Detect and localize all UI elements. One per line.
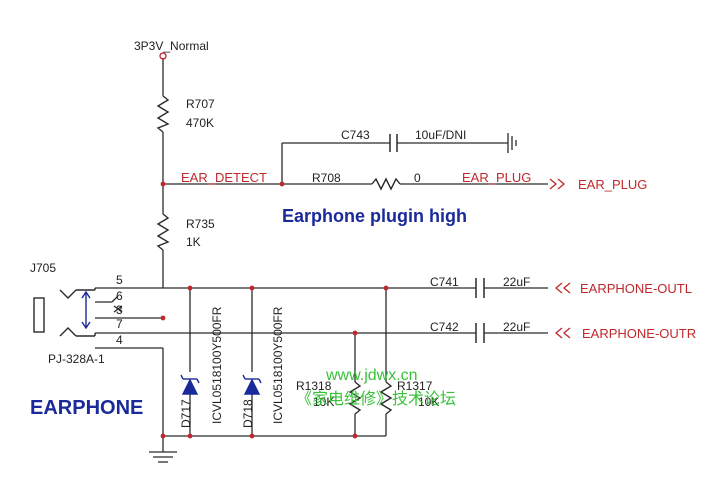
resistor-symbols bbox=[156, 95, 401, 415]
connector-part: PJ-328A-1 bbox=[48, 352, 105, 366]
diode-symbols bbox=[180, 374, 262, 395]
earphone-outl-label: EARPHONE-OUTL bbox=[580, 281, 692, 296]
jack-connector-symbol bbox=[33, 288, 123, 337]
ground-symbols bbox=[149, 133, 517, 463]
pin-6-label: 6 bbox=[116, 289, 123, 303]
capacitor-symbols bbox=[389, 134, 485, 343]
connector-ref: J705 bbox=[30, 261, 56, 275]
r707-symbol bbox=[156, 95, 170, 133]
r707-ref: R707 bbox=[186, 97, 215, 111]
power-net-label: 3P3V_Normal bbox=[134, 39, 209, 53]
r1317-value: 10K bbox=[418, 395, 439, 409]
r1318-ref: R1318 bbox=[296, 379, 332, 393]
ground-icon bbox=[507, 133, 517, 153]
r735-symbol bbox=[156, 213, 170, 251]
junctions bbox=[160, 181, 389, 439]
watermark-url: www.jdwx.cn bbox=[325, 367, 418, 384]
pin-7-label: 7 bbox=[116, 317, 123, 331]
section-title: EARPHONE bbox=[30, 397, 143, 419]
r708-value: 0 bbox=[414, 171, 421, 185]
ear-detect-net: EAR_DETECT bbox=[181, 170, 267, 185]
r1317-symbol bbox=[379, 381, 393, 415]
pin-3-label: 3 bbox=[116, 303, 123, 317]
ear-plug-net: EAR_PLUG bbox=[462, 170, 531, 185]
c742-value: 22uF bbox=[503, 320, 530, 334]
r1318-value: 10K bbox=[313, 395, 334, 409]
pin-5-label: 5 bbox=[116, 273, 123, 287]
r708-symbol bbox=[371, 177, 401, 191]
r1318-symbol bbox=[348, 381, 362, 415]
outl-port-icon bbox=[554, 282, 571, 294]
r735-value: 1K bbox=[186, 235, 201, 249]
c741-ref: C741 bbox=[430, 275, 459, 289]
ear-plug-port-label: EAR_PLUG bbox=[578, 177, 647, 192]
r1317-ref: R1317 bbox=[397, 379, 433, 393]
c743-ref: C743 bbox=[341, 128, 370, 142]
watermark-text: 《家电维修》技术论坛 bbox=[296, 390, 456, 408]
d717-part: ICVL0518100Y500FR bbox=[210, 306, 224, 424]
c742-ref: C742 bbox=[430, 320, 459, 334]
d718-ref: D718 bbox=[241, 399, 255, 428]
outr-port-icon bbox=[554, 327, 571, 339]
annotation-text: Earphone plugin high bbox=[282, 206, 467, 226]
c741-value: 22uF bbox=[503, 275, 530, 289]
pin-4-label: 4 bbox=[116, 333, 123, 347]
d718-part: ICVL0518100Y500FR bbox=[271, 306, 285, 424]
c743-value: 10uF/DNI bbox=[415, 128, 466, 142]
r708-ref: R708 bbox=[312, 171, 341, 185]
port-arrows bbox=[549, 178, 571, 339]
d717-ref: D717 bbox=[179, 399, 193, 428]
d718-symbol bbox=[242, 374, 262, 395]
ear-plug-port-icon bbox=[549, 178, 566, 190]
r735-ref: R735 bbox=[186, 217, 215, 231]
d717-symbol bbox=[180, 374, 200, 395]
r707-value: 470K bbox=[186, 116, 214, 130]
earphone-outr-label: EARPHONE-OUTR bbox=[582, 326, 696, 341]
ground-icon bbox=[149, 451, 177, 463]
power-port bbox=[159, 52, 167, 60]
